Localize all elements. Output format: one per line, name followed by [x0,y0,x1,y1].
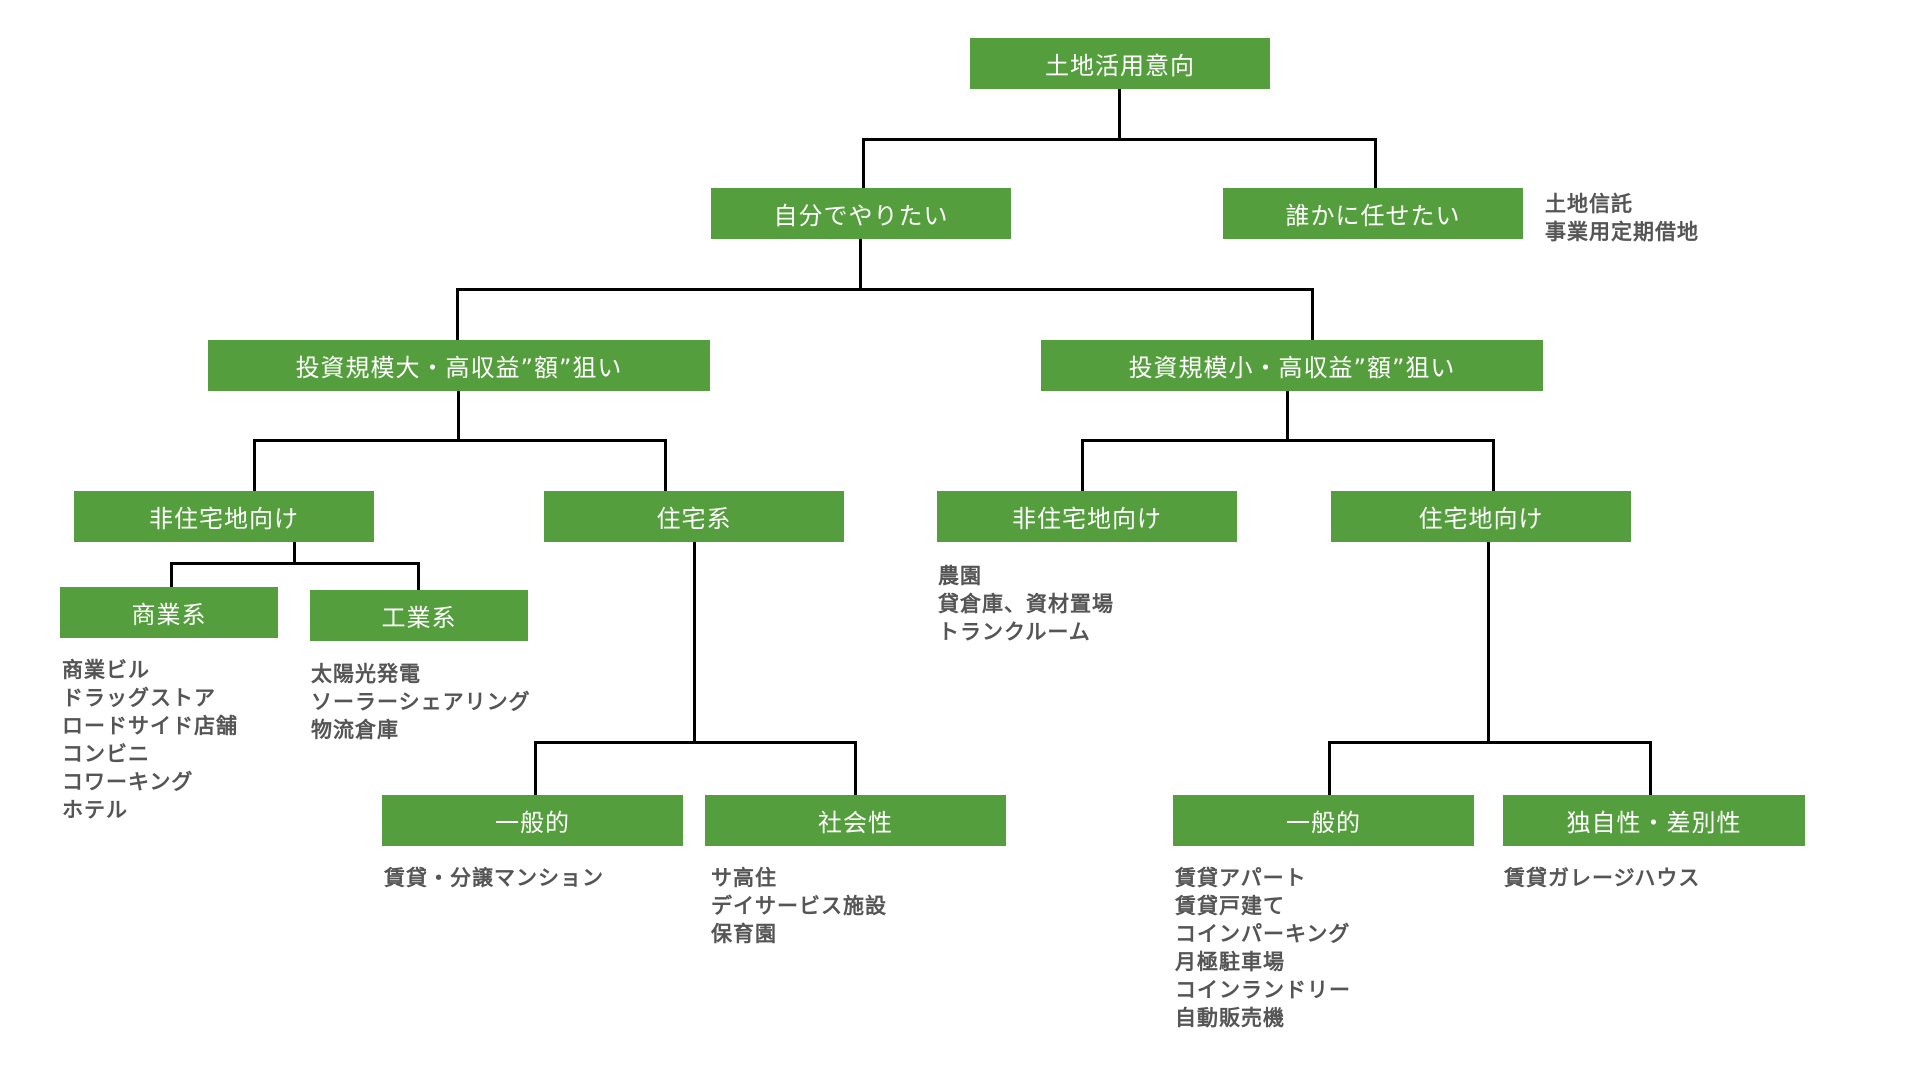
list-item: コインランドリー [1175,978,1351,1002]
connector [456,288,459,340]
list-item: ソーラーシェアリング [311,690,531,714]
list-item: サ高住 [711,866,777,890]
list-item: トランクルーム [938,620,1091,644]
node-delegate: 誰かに任せたい [1223,188,1523,239]
list-item: 賃貸アパート [1175,866,1307,890]
connector [1286,390,1289,441]
list-item: デイサービス施設 [711,894,887,918]
connector [854,741,857,795]
delegate-examples: 土地信託 事業用定期借地 [1545,190,1699,246]
large-res-general-examples: 賃貸・分譲マンション [384,864,604,892]
connector [417,562,420,590]
list-item: 事業用定期借地 [1545,220,1699,244]
commercial-examples: 商業ビル ドラッグストア ロードサイド店舗 コンビニ コワーキング ホテル [62,656,238,824]
node-large-residential: 住宅系 [544,491,844,542]
connector [534,741,537,795]
list-item: 土地信託 [1545,192,1633,216]
list-item: 自動販売機 [1175,1006,1285,1030]
node-large-res-social: 社会性 [705,795,1006,846]
node-small-res-general: 一般的 [1173,795,1474,846]
connector [693,541,696,743]
connector [534,741,857,744]
list-item: 賃貸・分譲マンション [384,866,604,890]
connector [1081,439,1084,491]
connector [293,541,296,564]
list-item: 貸倉庫、資材置場 [938,592,1114,616]
list-item: 賃貸ガレージハウス [1504,866,1701,890]
connector [1492,439,1495,491]
list-item: ロードサイド店舗 [62,714,238,738]
small-nonresidential-examples: 農園 貸倉庫、資材置場 トランクルーム [938,562,1114,646]
list-item: 商業ビル [62,658,150,682]
node-small-res-unique: 独自性・差別性 [1503,795,1805,846]
list-item: 太陽光発電 [311,662,421,686]
connector [1081,439,1495,442]
connector [170,562,420,565]
node-small-nonresidential: 非住宅地向け [937,491,1237,542]
connector [862,138,865,188]
node-large-res-general: 一般的 [382,795,683,846]
connector [253,439,667,442]
node-small-investment: 投資規模小・高収益”額”狙い [1041,340,1543,391]
node-large-nonresidential: 非住宅地向け [74,491,374,542]
list-item: コインパーキング [1175,922,1351,946]
node-large-investment: 投資規模大・高収益”額”狙い [208,340,710,391]
connector [1328,741,1652,744]
connector [456,288,1314,291]
connector [862,138,1377,141]
connector [1649,741,1652,795]
node-self: 自分でやりたい [711,188,1011,239]
connector [1487,541,1490,743]
connector [1374,138,1377,188]
list-item: コワーキング [62,770,194,794]
list-item: 月極駐車場 [1175,950,1285,974]
list-item: 賃貸戸建て [1175,894,1285,918]
node-industrial: 工業系 [310,590,528,641]
node-root: 土地活用意向 [970,38,1270,89]
small-res-unique-examples: 賃貸ガレージハウス [1504,864,1700,892]
connector [457,390,460,441]
connector [859,239,862,290]
list-item: 物流倉庫 [311,718,399,742]
connector [1311,288,1314,340]
large-res-social-examples: サ高住 デイサービス施設 保育園 [711,864,887,948]
small-res-general-examples: 賃貸アパート 賃貸戸建て コインパーキング 月極駐車場 コインランドリー 自動販… [1175,864,1351,1032]
list-item: ドラッグストア [62,686,216,710]
list-item: 保育園 [711,922,777,946]
list-item: 農園 [938,564,982,588]
connector [170,562,173,587]
connector [1328,741,1331,795]
connector [664,439,667,491]
list-item: ホテル [62,798,128,822]
list-item: コンビニ [62,742,150,766]
node-commercial: 商業系 [60,587,278,638]
node-small-residential: 住宅地向け [1331,491,1631,542]
connector [253,439,256,491]
industrial-examples: 太陽光発電 ソーラーシェアリング 物流倉庫 [311,660,531,744]
connector [1118,89,1121,140]
